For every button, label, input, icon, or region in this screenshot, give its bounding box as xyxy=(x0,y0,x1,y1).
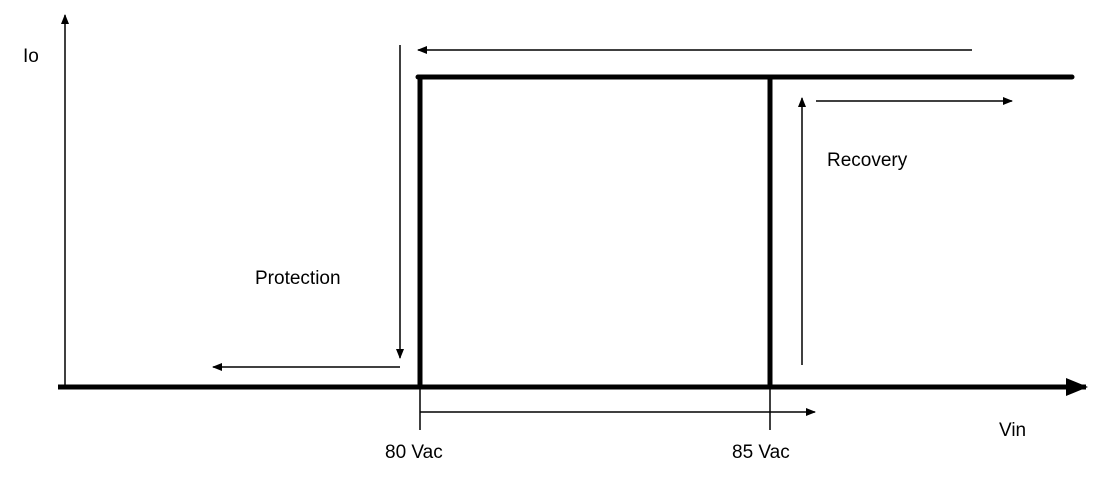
tick-label-85vac: 85 Vac xyxy=(732,442,790,463)
x-axis-label: Vin xyxy=(999,420,1027,441)
recovery-label: Recovery xyxy=(827,150,908,171)
y-axis-label: Io xyxy=(23,46,39,67)
protection-label: Protection xyxy=(255,268,341,289)
tick-label-80vac: 80 Vac xyxy=(385,442,443,463)
